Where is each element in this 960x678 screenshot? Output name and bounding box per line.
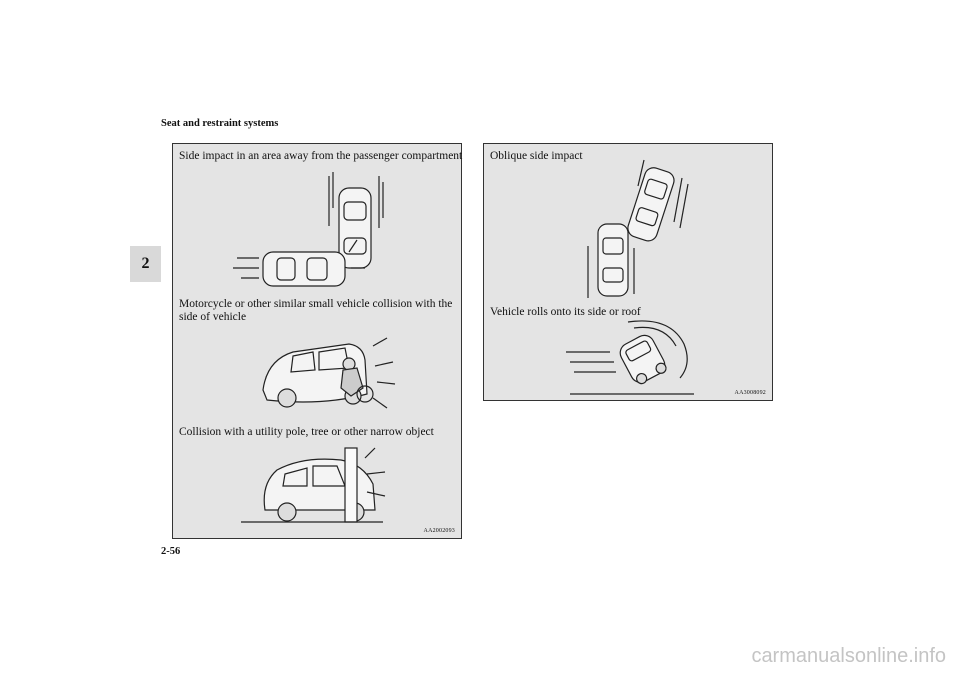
- figure-code: AA2002093: [423, 528, 455, 534]
- chapter-tab: 2: [130, 246, 161, 282]
- caption-pole: Collision with a utility pole, tree or o…: [179, 426, 434, 438]
- caption-oblique: Oblique side impact: [490, 150, 583, 162]
- figure-code: AA3008092: [734, 390, 766, 396]
- caption-rollover: Vehicle rolls onto its side or roof: [490, 306, 641, 318]
- caption-side-impact: Side impact in an area away from the pas…: [179, 150, 463, 162]
- rollover-illustration: [566, 320, 694, 395]
- oblique-impact-illustration: [587, 159, 689, 298]
- caption-motorcycle: Motorcycle or other similar small vehicl…: [179, 298, 453, 323]
- side-impact-illustration: [233, 172, 384, 287]
- watermark-link[interactable]: carmanualsonline.info: [751, 645, 946, 667]
- motorcycle-collision-illustration: [262, 337, 396, 409]
- page-number: 2-56: [161, 546, 181, 557]
- pole-collision-illustration: [241, 447, 386, 523]
- left-illustration-panel: Side impact in an area away from the pas…: [172, 143, 462, 539]
- section-title: Seat and restraint systems: [161, 118, 279, 129]
- right-illustration-panel: Oblique side impact Vehicle rolls onto i…: [483, 143, 773, 401]
